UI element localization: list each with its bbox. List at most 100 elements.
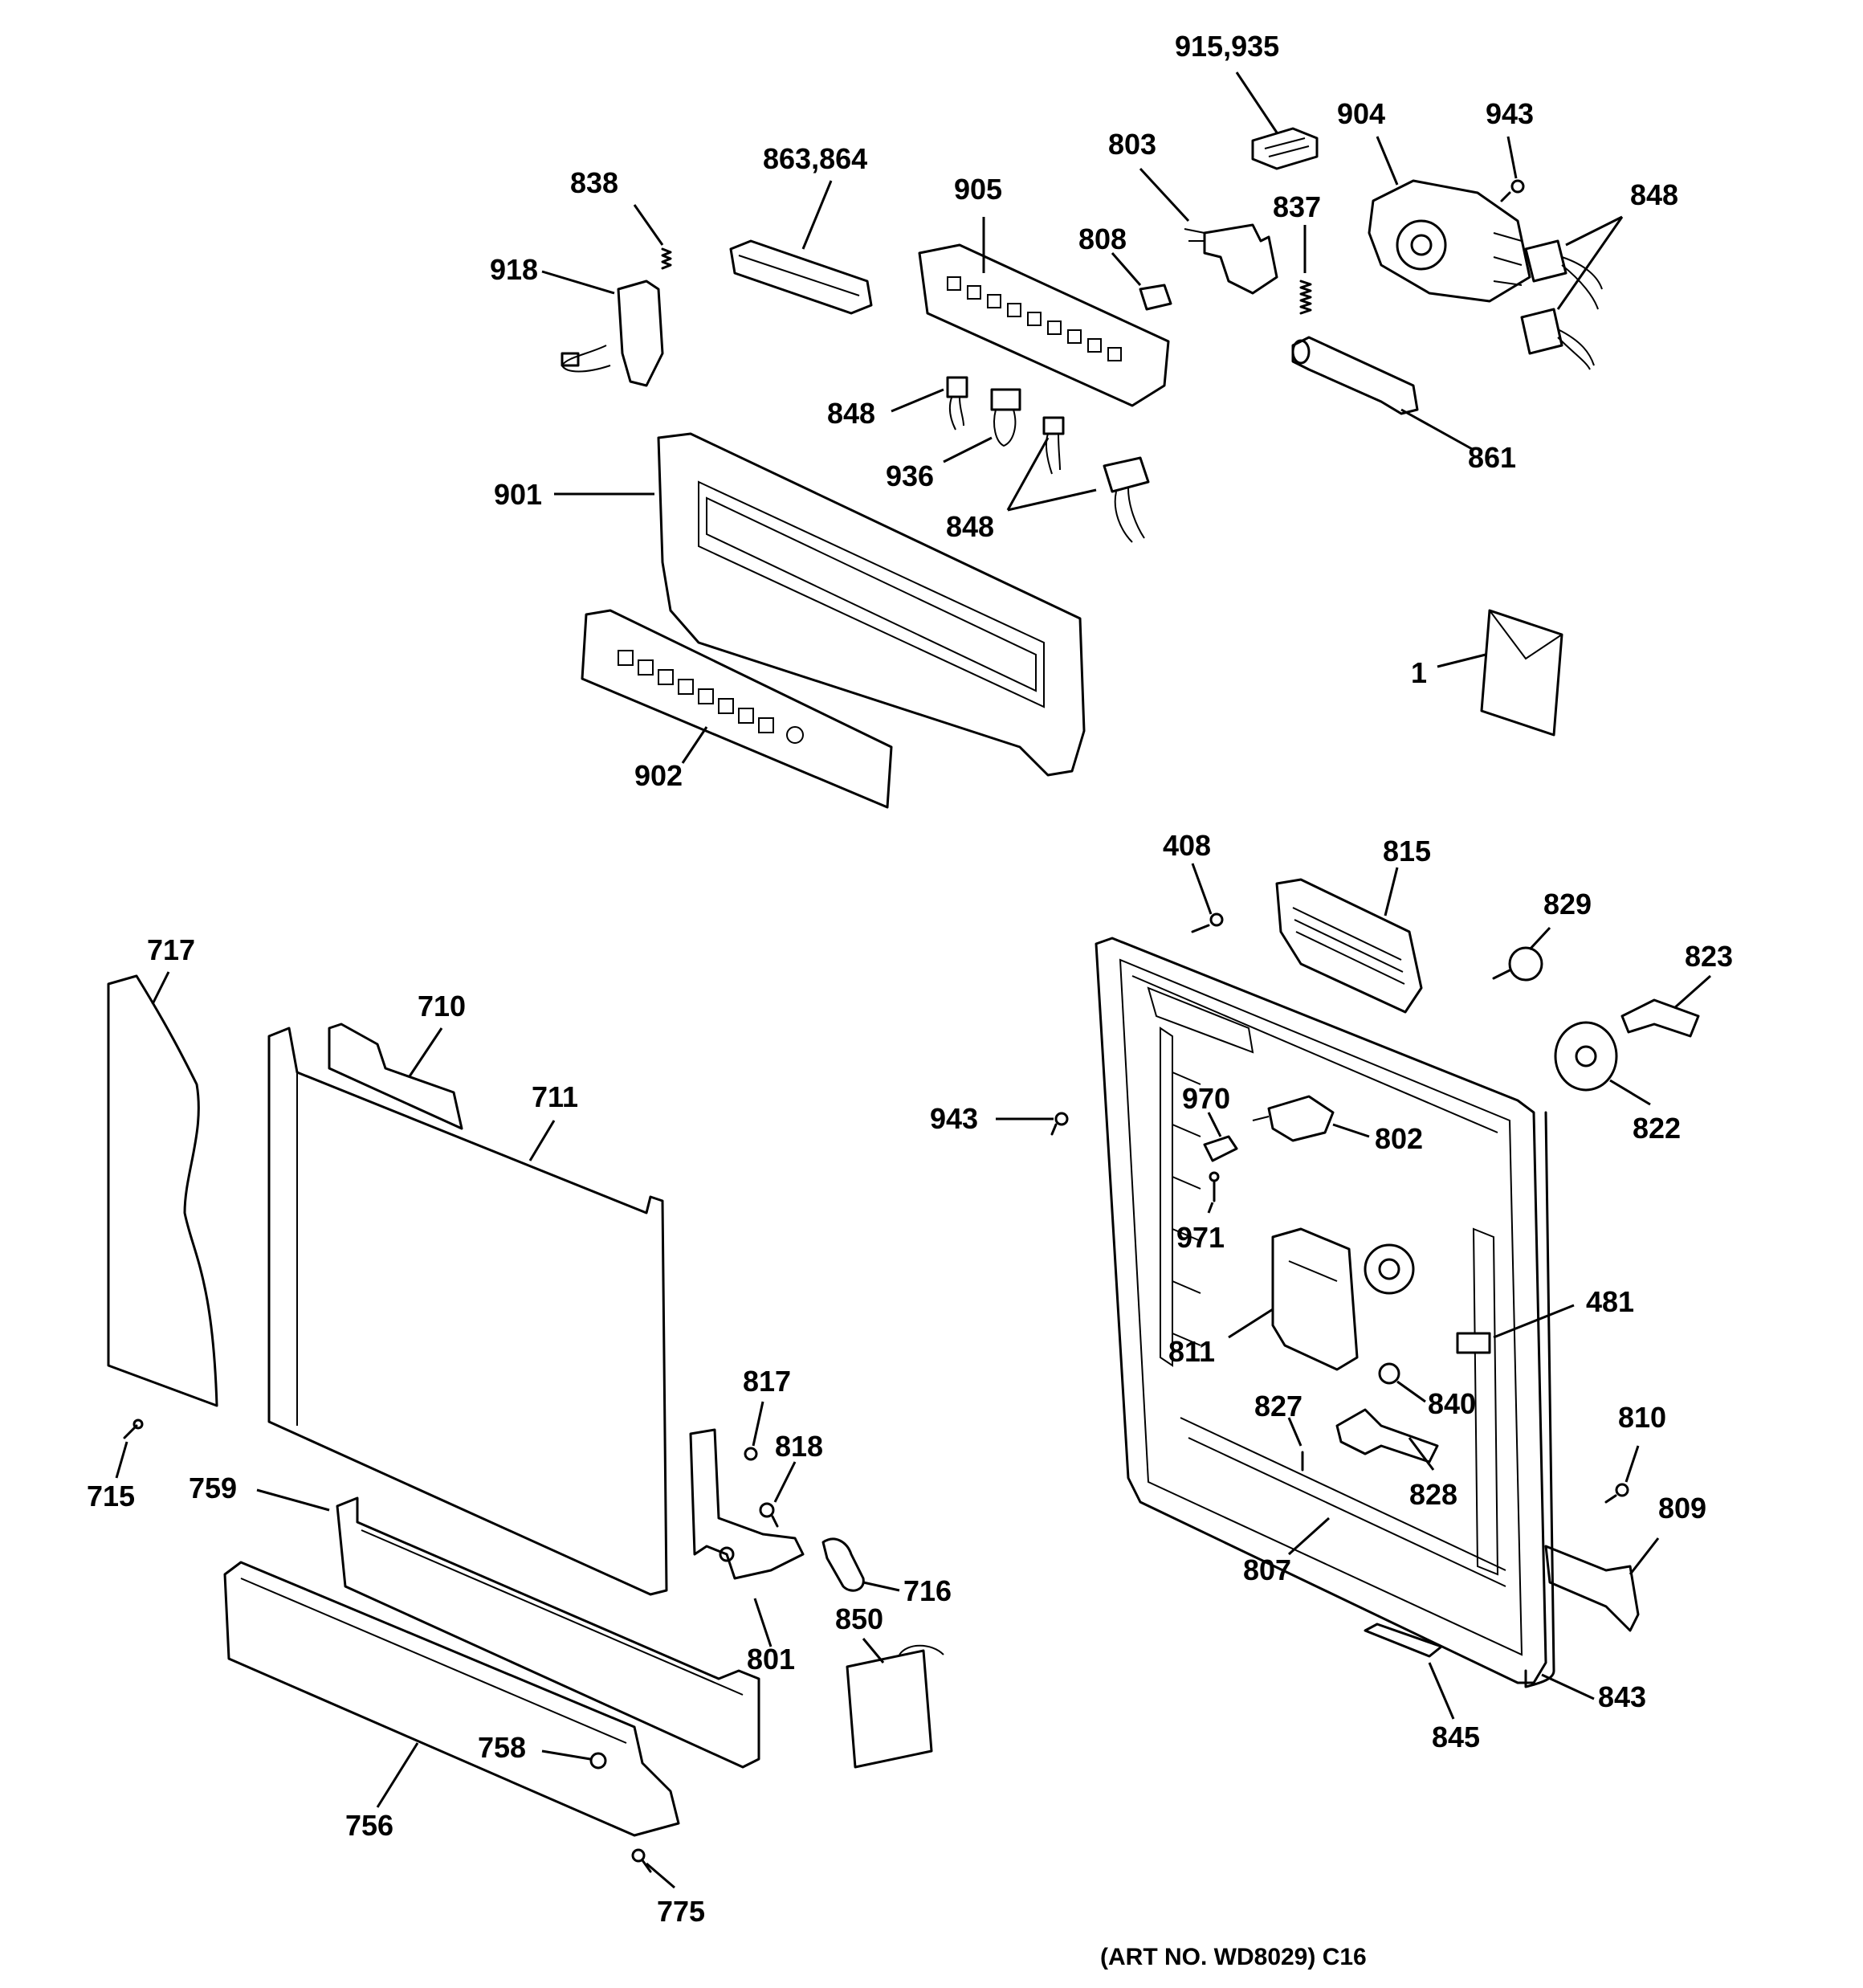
- leader-822: [1609, 1079, 1651, 1106]
- part-759-trim: [336, 1496, 760, 1769]
- leader-711: [528, 1120, 556, 1161]
- leader-818: [773, 1461, 797, 1503]
- leader-758: [541, 1749, 591, 1761]
- callout-756: 756: [345, 1809, 394, 1842]
- callout-408: 408: [1163, 829, 1212, 862]
- callout-716: 716: [903, 1574, 952, 1607]
- callout-837: 837: [1273, 190, 1322, 223]
- leader-808: [1111, 252, 1142, 286]
- part-711-door-panel: [267, 1027, 668, 1596]
- callout-861: 861: [1468, 441, 1517, 474]
- part-809-bracket: [1544, 1545, 1640, 1632]
- callout-848-lower: 848: [946, 510, 995, 543]
- leader-861: [1400, 408, 1474, 451]
- callout-829: 829: [1543, 888, 1592, 921]
- art-number-caption: (ART NO. WD8029) C16: [1100, 1944, 1367, 1970]
- part-848-harness-mid: [946, 376, 968, 431]
- part-904-timer: [1368, 179, 1531, 303]
- part-802-latch: [1252, 1095, 1335, 1142]
- callout-808: 808: [1078, 222, 1127, 255]
- callout-811: 811: [1168, 1335, 1216, 1368]
- part-811-dispenser: [1271, 1227, 1415, 1371]
- callout-818: 818: [775, 1430, 824, 1463]
- callout-970: 970: [1182, 1082, 1231, 1115]
- callout-715: 715: [87, 1480, 136, 1512]
- leader-759: [256, 1488, 330, 1512]
- part-905-control-board: [918, 243, 1170, 407]
- part-848-harness-top-right: [1520, 239, 1603, 370]
- callout-843: 843: [1598, 1680, 1647, 1713]
- leader-809: [1629, 1537, 1660, 1575]
- callout-918: 918: [490, 253, 539, 286]
- part-970: [1203, 1135, 1238, 1162]
- leader-848-low-a: [1006, 437, 1050, 511]
- part-818-screw: [759, 1502, 779, 1528]
- callout-759: 759: [189, 1472, 238, 1504]
- callout-971: 971: [1176, 1221, 1225, 1254]
- leader-715: [115, 1441, 128, 1479]
- callout-902: 902: [634, 759, 683, 792]
- callout-850: 850: [835, 1602, 884, 1635]
- callout-802: 802: [1375, 1122, 1424, 1155]
- part-801-hinge: [689, 1428, 805, 1580]
- leader-829: [1528, 926, 1551, 951]
- leader-803: [1139, 167, 1190, 222]
- callout-905: 905: [954, 173, 1003, 206]
- callout-863-864: 863,864: [763, 142, 868, 175]
- callout-801: 801: [747, 1643, 796, 1676]
- callout-848-top-right: 848: [1630, 178, 1679, 211]
- leader-904: [1376, 136, 1399, 186]
- part-915-935-connector: [1251, 127, 1319, 170]
- leader-838: [633, 204, 664, 246]
- leader-810: [1625, 1445, 1640, 1483]
- part-850-cover: [846, 1644, 944, 1769]
- leader-775: [646, 1862, 675, 1889]
- leader-717: [151, 971, 170, 1005]
- leader-807: [1287, 1517, 1331, 1556]
- part-481: [1456, 1332, 1491, 1354]
- part-943-screw-top: [1500, 179, 1525, 202]
- callout-803: 803: [1108, 128, 1157, 161]
- part-828-arm: [1335, 1408, 1439, 1463]
- leader-845: [1428, 1662, 1455, 1720]
- part-808-clip: [1139, 284, 1172, 311]
- leader-823: [1673, 974, 1711, 1010]
- callout-807: 807: [1243, 1553, 1292, 1586]
- callout-943-top: 943: [1486, 97, 1535, 130]
- part-837-spring: [1299, 280, 1312, 315]
- callout-828: 828: [1409, 1478, 1458, 1511]
- callout-810: 810: [1618, 1401, 1667, 1434]
- part-717-insulation: [107, 974, 218, 1407]
- leader-863: [801, 180, 833, 250]
- callout-840: 840: [1428, 1387, 1477, 1420]
- part-848-harness-lower: [1042, 416, 1150, 543]
- part-408-screw: [1191, 912, 1224, 933]
- part-815-vent: [1275, 878, 1423, 1014]
- leader-801: [753, 1598, 773, 1647]
- part-971: [1209, 1171, 1220, 1202]
- leader-936: [943, 436, 993, 463]
- part-838-spring: [661, 247, 672, 270]
- leader-815: [1384, 867, 1399, 916]
- leader-716: [862, 1581, 900, 1592]
- leader-710: [408, 1027, 443, 1077]
- callout-904: 904: [1337, 97, 1386, 130]
- part-863-864-bracket: [729, 239, 873, 315]
- part-936-fuse: [990, 388, 1021, 447]
- callout-1: 1: [1411, 656, 1428, 689]
- part-861-lever: [1291, 336, 1419, 415]
- callout-758: 758: [478, 1731, 527, 1764]
- part-810-screw: [1604, 1483, 1629, 1504]
- part-817-screw: [744, 1447, 758, 1461]
- part-901-control-panel: [657, 432, 1086, 777]
- callout-481: 481: [1586, 1285, 1635, 1318]
- part-715-screw: [123, 1419, 144, 1439]
- callout-901: 901: [494, 478, 543, 511]
- part-803-switch: [1184, 223, 1278, 295]
- callout-815: 815: [1383, 835, 1432, 867]
- part-829-disc: [1492, 946, 1543, 982]
- part-943-screw-mid: [1050, 1112, 1069, 1136]
- leader-971: [1207, 1202, 1214, 1214]
- leader-817: [752, 1401, 764, 1447]
